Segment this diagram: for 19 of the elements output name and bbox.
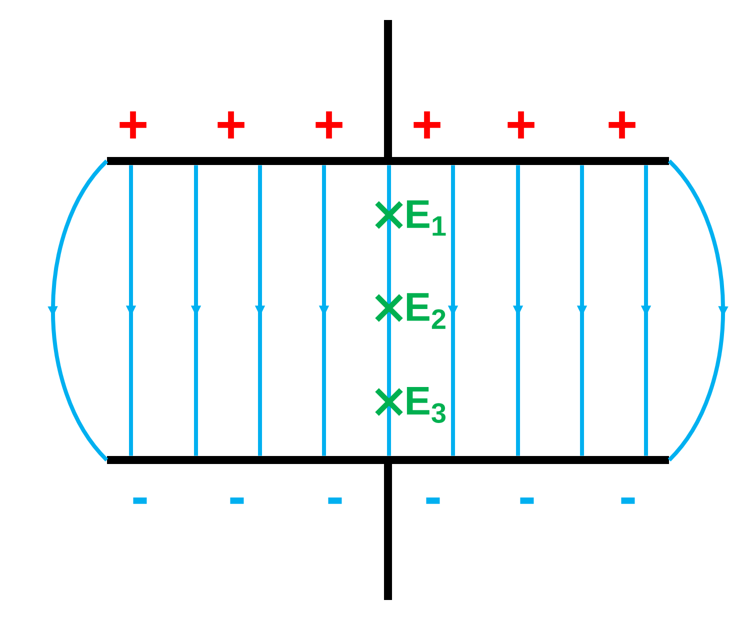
minus-sign: - — [230, 498, 244, 504]
field-line — [668, 160, 728, 462]
plus-sign: + — [508, 111, 534, 138]
plus-sign: + — [120, 111, 146, 138]
field-label: E$_{3}$ — [406, 387, 446, 423]
minus-sign: - — [621, 498, 635, 504]
plus-sign: + — [608, 111, 636, 138]
minus-sign: - — [426, 498, 440, 504]
minus-sign: - — [133, 498, 147, 504]
field-label: E$_{1}$ — [406, 200, 446, 236]
plus-sign: + — [316, 111, 342, 138]
plus-sign: + — [218, 111, 244, 138]
field-line — [387, 165, 391, 456]
capacitor-plate — [107, 456, 670, 464]
field-label: E$_{2}$ — [406, 293, 446, 329]
minus-sign: - — [328, 498, 342, 504]
minus-sign: - — [520, 498, 534, 504]
capacitor-plate — [107, 157, 670, 165]
plus-sign: + — [414, 111, 440, 138]
